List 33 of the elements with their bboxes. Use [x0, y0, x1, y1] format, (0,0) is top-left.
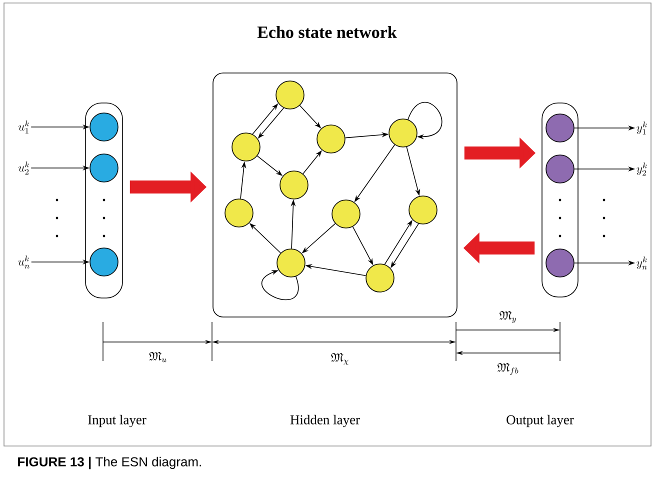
output-label: $y_{2}^{k}$	[636, 162, 647, 176]
neuron-circle	[546, 248, 574, 278]
output-label: $y_{n}^{k}$	[636, 256, 647, 270]
input-label: $u_{1}^{k}$	[18, 120, 30, 134]
neuron-circle	[276, 80, 304, 110]
input-label: $u_{2}^{k}$	[18, 162, 30, 174]
neuron-circle	[408, 196, 438, 224]
arrow	[408, 102, 442, 140]
output-label: $y_{1}^{k}$	[636, 122, 647, 134]
neuron-circle	[90, 154, 118, 182]
figure-caption: FIGURE 13 | The ESN diagram.	[18, 456, 201, 470]
neuron-circle	[332, 200, 360, 228]
neuron-circle	[232, 132, 260, 162]
layer-label: Input layer	[88, 414, 146, 428]
neuron-circle	[546, 154, 574, 184]
dimension-label: $\mathfrak{M}_{\chi}$	[331, 353, 348, 365]
dimension-label: $\mathfrak{M}_{fb}$	[498, 363, 518, 375]
input-label: $u_{n}^{k}$	[18, 256, 30, 269]
dimension-label: $\mathfrak{M}_{u}$	[149, 352, 166, 362]
layer-label: Hidden layer	[290, 414, 360, 428]
neuron-circle	[546, 114, 574, 142]
layer-label: Output layer	[506, 414, 574, 428]
neuron-circle	[316, 124, 346, 154]
dimension-label: $\mathfrak{M}_{y}$	[500, 311, 516, 323]
arrow	[262, 270, 299, 300]
neuron-circle	[388, 118, 418, 148]
neuron-circle	[276, 248, 306, 278]
neuron-circle	[90, 248, 118, 276]
diagram-title: Echo state network	[257, 26, 397, 38]
neuron-circle	[280, 170, 308, 200]
neuron-circle	[366, 264, 394, 292]
neuron-circle	[224, 198, 254, 228]
neuron-circle	[90, 112, 118, 142]
